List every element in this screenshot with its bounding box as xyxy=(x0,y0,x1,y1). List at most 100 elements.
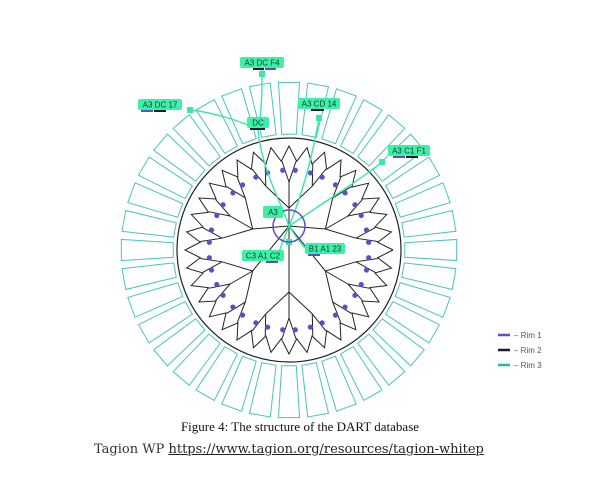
rim-1-node xyxy=(363,227,370,233)
leaf-branch xyxy=(355,258,378,263)
leaf-branch xyxy=(347,199,363,217)
legend-rim-2-label: – Rim 2 xyxy=(514,346,542,355)
figure-caption: Figure 4: The structure of the DART data… xyxy=(180,419,420,434)
primary-branch xyxy=(288,225,326,230)
rim-1-node xyxy=(253,174,259,180)
rim-3-block xyxy=(248,362,277,418)
rim-1-node xyxy=(307,324,313,330)
rim-3-block xyxy=(394,182,451,218)
rim-1-node xyxy=(239,312,246,318)
label-c3-a1-c2-text: C3 A1 C2 xyxy=(246,252,281,261)
rim-3-block xyxy=(357,333,406,386)
rim-1-node xyxy=(366,255,372,261)
leaf-branch xyxy=(226,186,246,199)
leaf-branch xyxy=(311,168,327,187)
rim-3-block xyxy=(401,209,457,238)
leaf-branch xyxy=(347,283,363,301)
rim-3-block xyxy=(172,114,221,167)
highlight-node xyxy=(259,71,265,77)
leaf-branch xyxy=(236,301,246,323)
rim-1-node xyxy=(366,239,372,245)
leaf-branch xyxy=(215,283,231,301)
rim-3-block xyxy=(195,98,239,155)
rim-3-block xyxy=(127,282,184,318)
rim-3-block xyxy=(221,88,257,145)
rim-3-block xyxy=(120,238,174,262)
rim-1-node xyxy=(342,304,348,310)
rim-3-block xyxy=(127,182,184,218)
secondary-branch xyxy=(288,291,313,315)
rim-1-node xyxy=(319,174,325,180)
leaf-branch xyxy=(251,168,267,187)
label-dc-text: DC xyxy=(252,119,264,128)
rim-3-block xyxy=(137,156,194,200)
label-a3-dc-17-text: A3 DC 17 xyxy=(143,101,178,110)
label-a3-dc-f4-text: A3 DC F4 xyxy=(244,59,280,68)
secondary-branch xyxy=(325,215,349,230)
rim-1-node xyxy=(342,190,348,196)
primary-branch xyxy=(252,225,290,230)
rim-1-node xyxy=(220,202,226,208)
label-a3-cd-14: A3 CD 14 xyxy=(298,98,340,111)
label-a3-cd-14-text: A3 CD 14 xyxy=(302,100,337,109)
rim-3-block xyxy=(248,82,277,138)
rim-3-block xyxy=(121,262,177,291)
highlight-path xyxy=(257,129,290,227)
leaf-branch xyxy=(226,301,246,314)
highlight-node xyxy=(379,159,385,165)
label-center: A3 xyxy=(263,206,283,218)
rim-1-node xyxy=(363,267,370,273)
rim-3-block xyxy=(339,98,383,155)
secondary-branch xyxy=(325,261,357,272)
secondary-branch xyxy=(325,228,357,239)
rim-1-node xyxy=(230,190,236,196)
highlight-path xyxy=(288,117,320,227)
leaf-branch xyxy=(202,227,223,239)
leaf-branch xyxy=(215,199,231,217)
highlight-paths xyxy=(187,69,385,253)
rim-1-node xyxy=(280,327,286,333)
rim-3-outer-blocks xyxy=(120,81,458,419)
rim-3-block xyxy=(357,114,406,167)
leaf-branch xyxy=(311,313,327,332)
secondary-branch xyxy=(229,215,253,230)
highlight-node xyxy=(316,115,322,121)
footer-link[interactable]: https://www.tagion.org/resources/tagion-… xyxy=(168,442,484,457)
legend-rim-2: – Rim 2 xyxy=(498,346,542,355)
leaf-branch xyxy=(332,186,352,199)
secondary-branch xyxy=(244,197,254,230)
rim-1-node xyxy=(220,292,226,298)
rim-3-block xyxy=(301,362,330,418)
rim-1-node xyxy=(206,239,212,245)
rim-1-node xyxy=(332,182,339,188)
rim-3-block xyxy=(153,133,206,182)
secondary-branch xyxy=(324,270,334,303)
leaf-branch xyxy=(347,283,370,289)
rim-1-node xyxy=(352,202,358,208)
rim-1-node xyxy=(265,324,271,330)
rim-3-block xyxy=(321,355,357,412)
rim-1-node xyxy=(280,167,286,173)
rim-3-block xyxy=(372,318,425,367)
rim-3-block xyxy=(153,318,206,367)
leaf-branch xyxy=(264,164,267,187)
legend-rim-1: – Rim 1 xyxy=(498,331,542,340)
rim-3-block xyxy=(384,300,441,344)
legend: – Rim 1 – Rim 2 – Rim 3 xyxy=(498,331,542,370)
leaf-branch xyxy=(347,211,370,217)
leaf-branch xyxy=(208,211,231,217)
highlight-path xyxy=(288,161,383,227)
secondary-branch xyxy=(221,228,253,239)
label-b1-a1-23-text: B1 A1 23 xyxy=(309,245,342,254)
label-a3-c1-f1-text: A3 C1 F1 xyxy=(392,147,426,156)
leaf-branch xyxy=(281,161,290,183)
legend-rim-1-label: – Rim 1 xyxy=(514,331,542,340)
footer-prefix: Tagion WP xyxy=(94,442,169,457)
rim-1-node xyxy=(208,267,215,273)
rim-3-block xyxy=(404,238,458,262)
secondary-branch xyxy=(244,270,254,303)
leaf-branch xyxy=(236,177,246,199)
rim-1-node xyxy=(358,212,364,219)
leaf-branch xyxy=(200,258,223,263)
leaf-branch xyxy=(202,261,223,273)
